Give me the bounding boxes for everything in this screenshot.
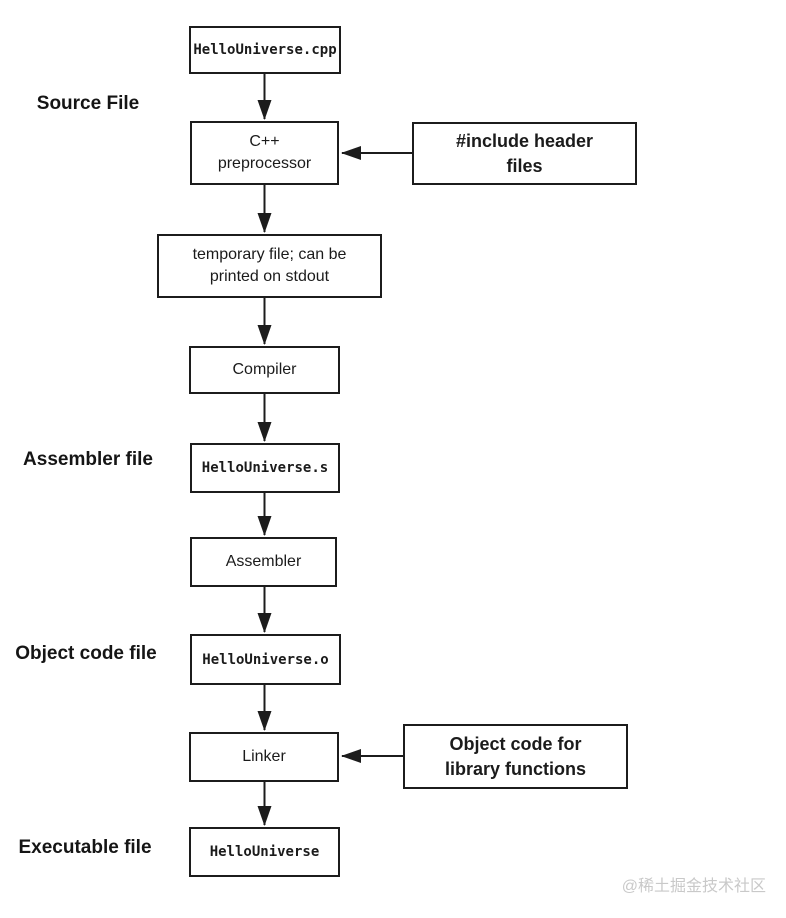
- side-box-include-headers: #include header files: [412, 122, 637, 185]
- stage-label-object-code-file: Object code file: [0, 642, 173, 666]
- flow-box-compiler: Compiler: [189, 346, 340, 394]
- stage-label-text: file: [124, 837, 152, 858]
- stage-label-source-file: Source File: [1, 92, 175, 116]
- stage-label-executable-file: Executable file: [0, 836, 172, 860]
- box-text: C++: [249, 133, 280, 150]
- flow-box-temp-file: temporary file; can be printed on stdout: [157, 234, 382, 298]
- box-text: Linker: [242, 748, 286, 765]
- flow-box-assembler: Assembler: [190, 537, 337, 587]
- box-text: HelloUniverse: [209, 844, 320, 860]
- box-text: files: [506, 155, 543, 176]
- flow-box-executable: HelloUniverse: [189, 827, 340, 877]
- flow-box-assembler-file: HelloUniverse.s: [190, 443, 340, 493]
- box-text: preprocessor: [217, 155, 312, 172]
- stage-label-text: Executable: [18, 837, 119, 858]
- side-box-library-objects: Object code for library functions: [403, 724, 628, 789]
- box-text: HelloUniverse.o: [202, 651, 329, 668]
- flow-box-preprocessor: C++ preprocessor: [190, 121, 339, 185]
- stage-label-text: file: [129, 643, 157, 664]
- flow-box-source-file: HelloUniverse.cpp: [189, 26, 341, 74]
- box-text: Object code for: [449, 733, 582, 754]
- flow-box-linker: Linker: [189, 732, 339, 782]
- box-text: temporary file; can be: [192, 246, 347, 263]
- box-text: HelloUniverse.cpp: [193, 42, 337, 58]
- flow-box-object-file: HelloUniverse.o: [190, 634, 341, 685]
- stage-label-text: Source File: [36, 93, 140, 114]
- stage-label-assembler-file: Assembler file: [1, 448, 175, 472]
- box-text: library functions: [444, 758, 587, 779]
- watermark-text: @稀土掘金技术社区: [621, 878, 766, 895]
- box-text: HelloUniverse.s: [201, 460, 329, 476]
- stage-label-text: Object code: [15, 643, 124, 664]
- stage-label-text: Assembler: [23, 449, 121, 470]
- stage-label-text: file: [125, 449, 153, 470]
- box-text: Compiler: [232, 361, 297, 378]
- box-text: #include header: [455, 130, 594, 151]
- box-text: printed on stdout: [209, 268, 330, 285]
- box-text: Assembler: [225, 553, 302, 570]
